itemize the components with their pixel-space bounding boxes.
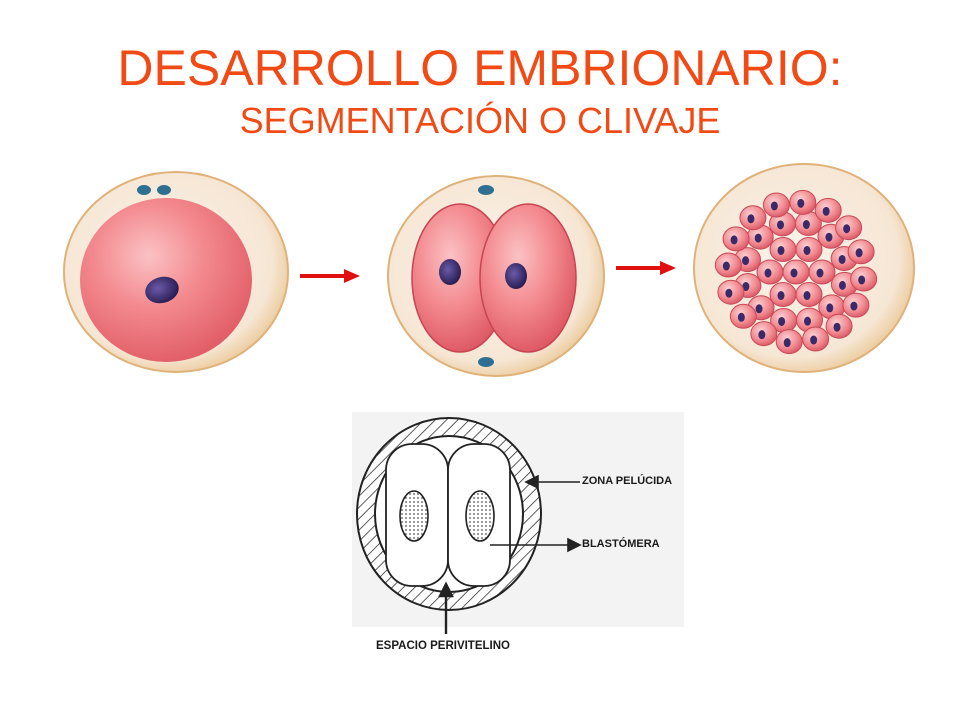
nucleus (855, 248, 863, 258)
nucleus (838, 280, 846, 290)
nucleus (742, 282, 750, 292)
page-subtitle: SEGMENTACIÓN O CLIVAJE (239, 100, 721, 141)
page-title: DESARROLLO EMBRIONARIO: (117, 40, 843, 96)
nucleus (722, 261, 730, 271)
nucleus (777, 245, 785, 255)
nucleus (145, 276, 179, 304)
nucleus (838, 254, 846, 264)
nucleus (770, 201, 778, 211)
nucleus (754, 233, 762, 243)
polar-body (157, 185, 171, 195)
nucleus (778, 316, 786, 326)
polar-body (478, 185, 494, 195)
nucleus (776, 220, 784, 230)
arrow-right-icon (300, 269, 360, 283)
arrow-right-icon (616, 261, 676, 275)
nucleus (505, 263, 527, 289)
nucleus (742, 256, 750, 266)
nucleus (816, 268, 824, 278)
nucleus (790, 268, 798, 278)
label-blastomera: BLASTÓMERA (582, 538, 660, 550)
pointer-zona (524, 474, 580, 490)
polar-body (137, 185, 151, 195)
nucleus (737, 312, 745, 322)
nucleus (803, 245, 811, 255)
nucleus (858, 275, 866, 285)
morula-cells (714, 189, 878, 355)
schematic-nucleus (399, 490, 429, 542)
schematic-diagram (356, 417, 582, 634)
nucleus (825, 232, 833, 242)
morula-illustration (693, 163, 915, 373)
nucleus (439, 259, 461, 285)
nucleus (764, 268, 772, 278)
polar-body (478, 357, 494, 367)
nucleus (804, 316, 812, 326)
label-espacio-perivitelino: ESPACIO PERIVITELINO (376, 640, 510, 652)
nucleus (730, 235, 738, 245)
nucleus (826, 303, 834, 313)
nucleus (833, 322, 841, 332)
label-zona-pelucida: ZONA PELÚCIDA (582, 475, 673, 487)
nucleus (777, 291, 785, 301)
nucleus (822, 206, 830, 216)
nucleus (725, 288, 733, 298)
nucleus (810, 335, 818, 345)
zygote-illustration (63, 171, 289, 373)
nucleus (758, 330, 766, 340)
nucleus (747, 214, 755, 224)
nucleus (803, 291, 811, 301)
nucleus (843, 224, 851, 234)
nucleus (755, 304, 763, 314)
nucleus (797, 198, 805, 208)
nucleus (802, 220, 810, 230)
nucleus (783, 338, 791, 348)
schematic-nucleus (465, 490, 495, 542)
nucleus (850, 301, 858, 311)
two-cell-illustration (387, 175, 605, 377)
blastomere-right (479, 203, 577, 353)
pointer-espacio (438, 581, 454, 634)
pointer-blastomera (490, 537, 582, 553)
